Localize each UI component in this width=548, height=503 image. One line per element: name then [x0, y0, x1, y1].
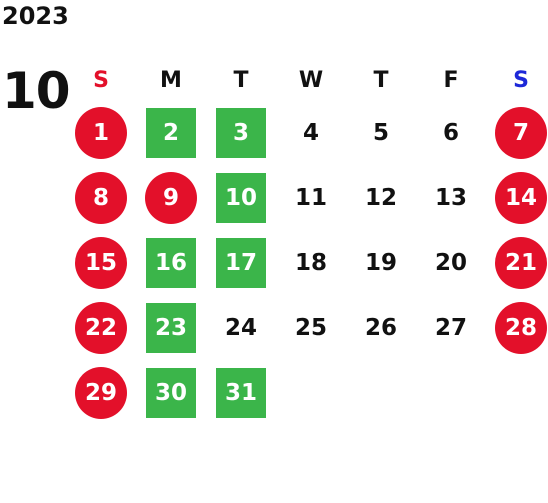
day-number: 8 [75, 171, 127, 224]
day-number: 15 [75, 236, 127, 289]
weekday-header: M [160, 67, 182, 93]
day-number: 7 [495, 106, 547, 159]
day-cell[interactable]: 23 [136, 295, 206, 360]
day-cell[interactable]: 4 [276, 100, 346, 165]
day-number: 20 [434, 249, 467, 276]
day-cell[interactable]: 11 [276, 165, 346, 230]
calendar-year: 2023 [2, 2, 69, 30]
day-number: 14 [495, 171, 547, 224]
day-cell[interactable]: 8 [66, 165, 136, 230]
empty-day-cell [346, 360, 416, 425]
day-cell[interactable]: 20 [416, 230, 486, 295]
day-number: 5 [372, 119, 389, 146]
day-number: 28 [495, 301, 547, 354]
day-cell[interactable]: 18 [276, 230, 346, 295]
day-cell[interactable]: 12 [346, 165, 416, 230]
day-number: 19 [364, 249, 397, 276]
empty-day-cell [276, 360, 346, 425]
day-number [496, 368, 546, 418]
day-number: 11 [294, 184, 327, 211]
day-cell[interactable]: 14 [486, 165, 548, 230]
weekday-header: F [443, 67, 459, 93]
day-cell[interactable]: 25 [276, 295, 346, 360]
day-number: 10 [216, 172, 266, 223]
day-cell[interactable]: 31 [206, 360, 276, 425]
day-number: 9 [145, 171, 197, 224]
day-cell[interactable]: 26 [346, 295, 416, 360]
day-number: 27 [434, 314, 467, 341]
day-number: 6 [442, 119, 459, 146]
day-number: 29 [75, 366, 127, 419]
weekday-header: W [298, 67, 324, 93]
day-number [356, 368, 406, 418]
weekday-header: S [513, 67, 529, 93]
day-number: 17 [216, 237, 266, 288]
day-number: 21 [495, 236, 547, 289]
day-number: 2 [146, 107, 196, 158]
day-number: 18 [294, 249, 327, 276]
day-cell[interactable]: 16 [136, 230, 206, 295]
day-cell[interactable]: 2 [136, 100, 206, 165]
day-cell[interactable]: 7 [486, 100, 548, 165]
day-number: 30 [146, 367, 196, 418]
day-cell[interactable]: 30 [136, 360, 206, 425]
day-number: 13 [434, 184, 467, 211]
day-number [426, 368, 476, 418]
day-cell[interactable]: 13 [416, 165, 486, 230]
day-cell[interactable]: 10 [206, 165, 276, 230]
day-number: 4 [302, 119, 319, 146]
calendar-month: 10 [2, 62, 71, 120]
day-number: 23 [146, 302, 196, 353]
day-cell[interactable]: 9 [136, 165, 206, 230]
day-cell[interactable]: 6 [416, 100, 486, 165]
day-number: 3 [216, 107, 266, 158]
day-number: 22 [75, 301, 127, 354]
weekday-header: T [233, 67, 249, 93]
day-cell[interactable]: 27 [416, 295, 486, 360]
day-number: 26 [364, 314, 397, 341]
day-number: 24 [224, 314, 257, 341]
day-cell[interactable]: 24 [206, 295, 276, 360]
day-cell[interactable]: 3 [206, 100, 276, 165]
weekday-header: T [373, 67, 389, 93]
day-number: 16 [146, 237, 196, 288]
day-number: 31 [216, 367, 266, 418]
day-cell[interactable]: 29 [66, 360, 136, 425]
day-number [286, 368, 336, 418]
day-cell[interactable]: 28 [486, 295, 548, 360]
day-number: 1 [75, 106, 127, 159]
day-cell[interactable]: 22 [66, 295, 136, 360]
day-number: 12 [364, 184, 397, 211]
day-cell[interactable]: 21 [486, 230, 548, 295]
day-cell[interactable]: 1 [66, 100, 136, 165]
day-cell[interactable]: 19 [346, 230, 416, 295]
weekday-header: S [93, 67, 109, 93]
day-cell[interactable]: 5 [346, 100, 416, 165]
empty-day-cell [416, 360, 486, 425]
day-number: 25 [294, 314, 327, 341]
empty-day-cell [486, 360, 548, 425]
day-cell[interactable]: 15 [66, 230, 136, 295]
day-cell[interactable]: 17 [206, 230, 276, 295]
